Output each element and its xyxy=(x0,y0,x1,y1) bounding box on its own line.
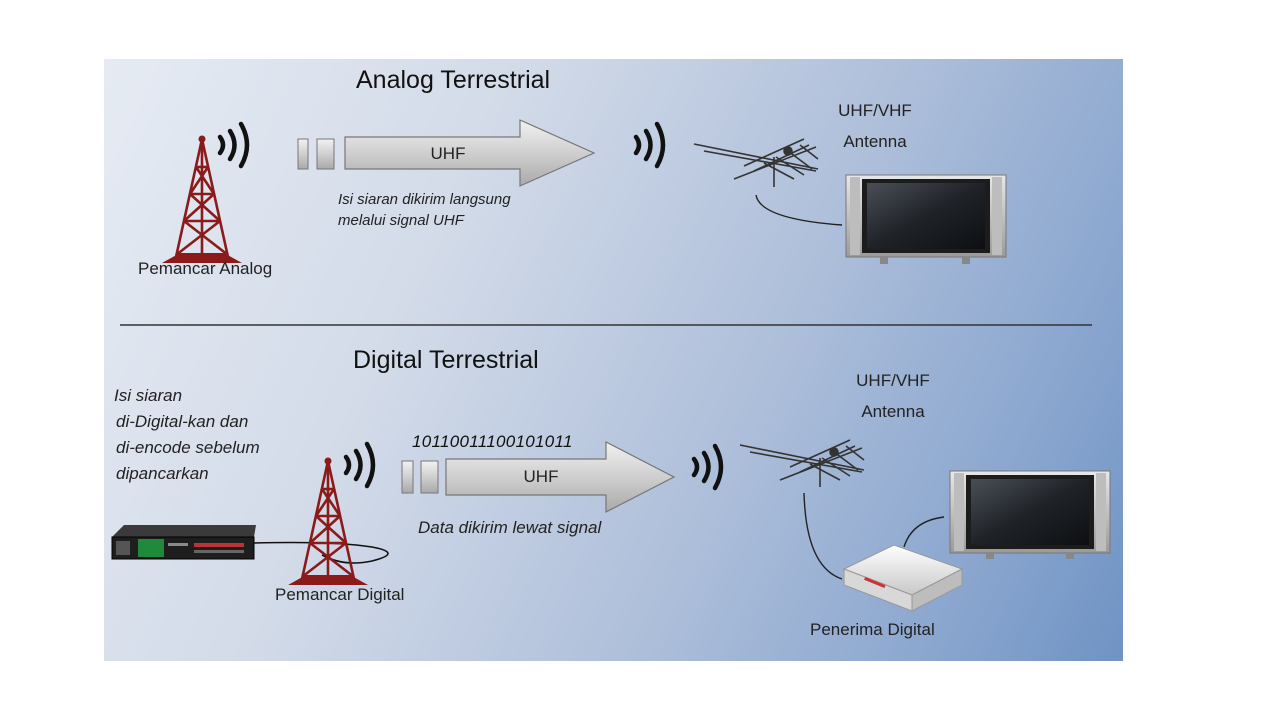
digital-arrow-label: UHF xyxy=(523,467,559,486)
digital-antenna-cable xyxy=(803,492,843,580)
set-top-box-cable xyxy=(903,516,945,548)
analog-caption-line1: Isi siaran dikirim langsung xyxy=(338,191,511,208)
analog-antenna-icon xyxy=(693,138,819,187)
digital-tower-wave-icon xyxy=(343,441,376,489)
analog-antenna-label-line2: Antenna xyxy=(843,132,907,151)
digital-antenna-label-line2: Antenna xyxy=(861,402,925,421)
diagram-panel: Analog Terrestrial UHF Isi siaran dikiri… xyxy=(104,59,1123,661)
analog-tower-icon xyxy=(174,138,230,258)
diagram-graphics xyxy=(111,119,1111,612)
digital-tower-icon xyxy=(300,460,356,580)
set-top-box-icon xyxy=(842,544,964,612)
analog-receive-wave-icon xyxy=(633,121,666,169)
analog-signal-block-2 xyxy=(316,138,335,170)
digital-note-line1: Isi siaran xyxy=(114,386,183,405)
analog-antenna-cable xyxy=(755,194,843,226)
digital-antenna-label-line1: UHF/VHF xyxy=(856,371,930,390)
analog-title: Analog Terrestrial xyxy=(356,66,551,94)
receiver-label: Penerima Digital xyxy=(810,620,935,639)
digital-transmitter-label: Pemancar Digital xyxy=(275,585,405,604)
digital-tv-icon xyxy=(949,470,1111,559)
digital-antenna-icon xyxy=(739,439,865,487)
analog-tower-wave-icon xyxy=(217,121,250,169)
digital-signal-block-2 xyxy=(420,460,439,494)
digital-note-line4: dipancarkan xyxy=(116,464,209,483)
analog-arrow-label: UHF xyxy=(430,144,466,163)
digital-receive-wave-icon xyxy=(691,443,724,491)
analog-uhf-arrow xyxy=(344,119,596,187)
analog-caption-line2: melalui signal UHF xyxy=(338,212,464,229)
digital-bitstream: 10110011100101011 xyxy=(412,432,573,451)
digital-uhf-arrow xyxy=(445,441,676,513)
digital-note-line2: di-Digital-kan dan xyxy=(116,412,249,431)
digital-encoder-device-icon xyxy=(111,525,256,560)
analog-transmitter-label: Pemancar Analog xyxy=(138,259,273,278)
digital-tower-base xyxy=(288,575,368,585)
analog-tower-base xyxy=(162,253,242,263)
analog-tv-icon xyxy=(845,174,1007,264)
digital-caption: Data dikirim lewat signal xyxy=(418,518,602,537)
analog-signal-block-1 xyxy=(297,138,309,170)
digital-note-line3: di-encode sebelum xyxy=(116,438,260,457)
digital-title: Digital Terrestrial xyxy=(353,346,539,374)
digital-signal-block-1 xyxy=(401,460,414,494)
analog-antenna-label-line1: UHF/VHF xyxy=(838,101,912,120)
